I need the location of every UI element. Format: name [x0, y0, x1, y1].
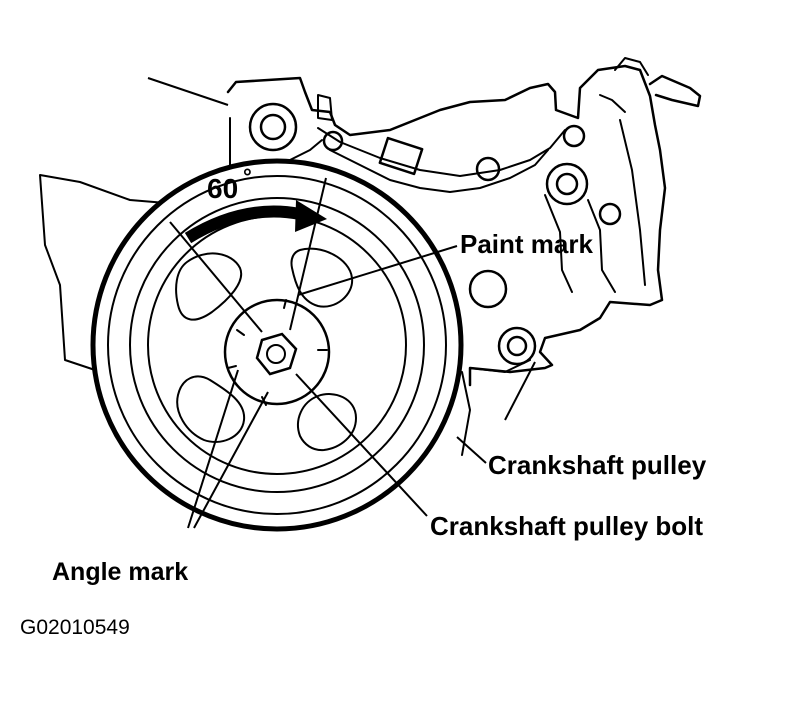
- rotation-angle-value: 60: [207, 173, 238, 204]
- rotation-angle-lines: [169, 177, 327, 333]
- leader-lines: [147, 77, 536, 529]
- angle-mark-leader-1: [187, 369, 239, 529]
- pulley-bolt-leader: [295, 373, 428, 517]
- label-crankshaft-pulley: Crankshaft pulley: [488, 450, 707, 480]
- paint-mark-leader: [297, 245, 458, 296]
- angle-mark-leader-2: [193, 391, 269, 529]
- label-paint-mark: Paint mark: [460, 229, 593, 259]
- pulley-bolt-center: [266, 344, 286, 364]
- pulley-bolt-hex: [255, 332, 298, 376]
- engine-bolt-holes: [248, 102, 622, 366]
- pulley-spoke-windows: [175, 247, 357, 452]
- label-angle-mark: Angle mark: [52, 558, 188, 586]
- pulley-hub: [223, 298, 331, 406]
- degree-symbol: °: [243, 164, 252, 189]
- engine-block: [39, 57, 702, 456]
- label-crankshaft-pulley-bolt: Crankshaft pulley bolt: [430, 511, 703, 541]
- crankshaft-pulley-leader: [456, 436, 487, 464]
- figure-id: G02010549: [20, 616, 130, 639]
- crankshaft-pulley: [90, 158, 464, 532]
- rotation-arrow: [184, 200, 327, 244]
- rotation-angle-label: 60 °: [207, 164, 252, 204]
